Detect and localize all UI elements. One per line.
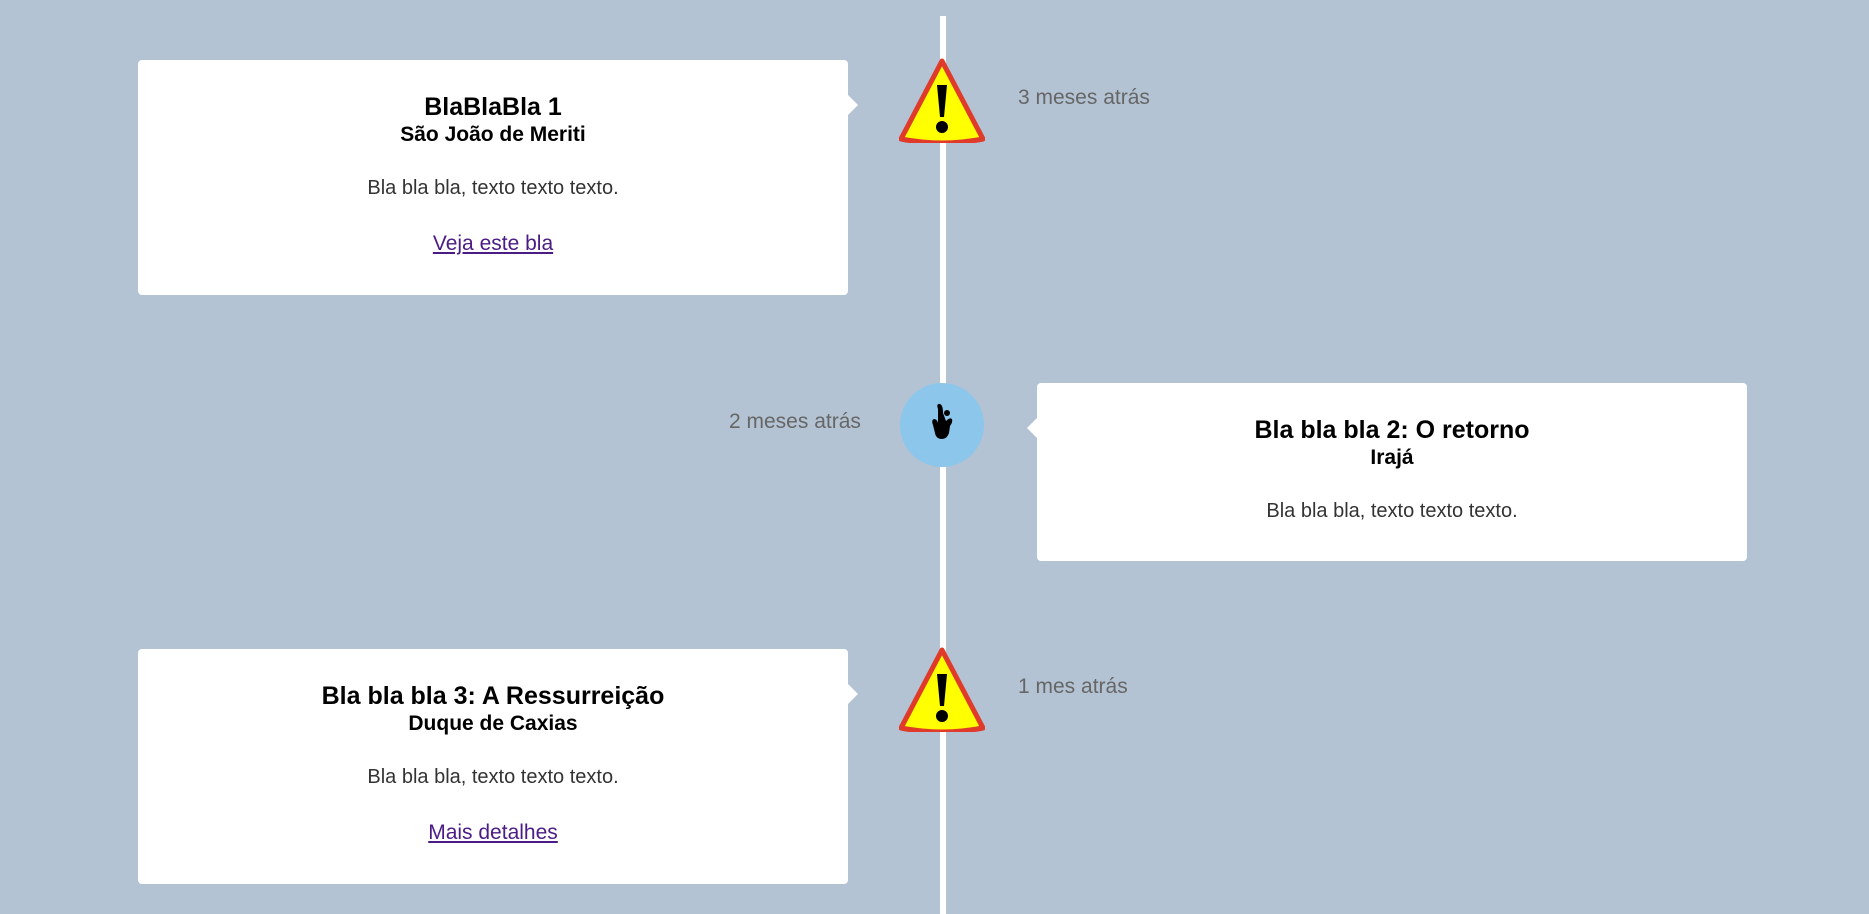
event-title: Bla bla bla 3: A Ressurreição [321, 682, 665, 710]
event-time: 2 meses atrás [729, 410, 861, 433]
event-card-1: BlaBlaBla 1 São João de Meriti Bla bla b… [138, 60, 858, 295]
event-time: 1 mes atrás [1018, 675, 1128, 698]
ok-hand-icon [932, 403, 953, 439]
event-link-veja[interactable]: Veja este bla [432, 232, 554, 255]
event-card-2: Bla bla bla 2: O retorno Irajá Bla bla b… [1027, 383, 1747, 561]
event-description: Bla bla bla, texto texto texto. [367, 177, 619, 199]
event-location: São João de Meriti [400, 123, 586, 146]
event-marker-circle [900, 383, 984, 467]
event-description: Bla bla bla, texto texto texto. [367, 766, 619, 788]
warning-icon [899, 57, 985, 143]
event-link-mais-detalhes[interactable]: Mais detalhes [428, 821, 558, 844]
event-title: Bla bla bla 2: O retorno [1254, 416, 1530, 444]
event-card-3: Bla bla bla 3: A Ressurreição Duque de C… [138, 649, 858, 884]
event-location: Irajá [1370, 446, 1414, 469]
event-location: Duque de Caxias [408, 712, 578, 735]
event-time: 3 meses atrás [1018, 86, 1150, 109]
event-description: Bla bla bla, texto texto texto. [1266, 500, 1518, 522]
warning-icon [899, 646, 985, 732]
event-title: BlaBlaBla 1 [424, 93, 562, 121]
